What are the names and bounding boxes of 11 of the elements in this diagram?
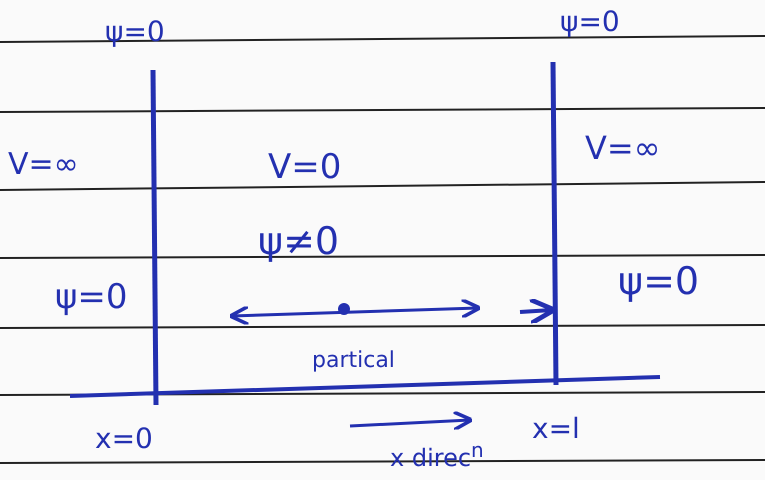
potential-label: V=∞ bbox=[585, 132, 660, 164]
boundary-condition: ψ=0 bbox=[55, 280, 128, 314]
potential-label: V=∞ bbox=[8, 150, 79, 180]
boundary-condition: ψ=0 bbox=[105, 18, 165, 46]
potential-label: V=0 bbox=[268, 150, 342, 184]
wavefunction-label: ψ≠0 bbox=[258, 222, 340, 260]
position-label: x=l bbox=[532, 415, 580, 443]
position-label: x=0 bbox=[95, 425, 153, 453]
particle-label: partical bbox=[312, 350, 395, 372]
boundary-condition: ψ=0 bbox=[560, 8, 620, 36]
boundary-condition: ψ=0 bbox=[618, 262, 700, 300]
